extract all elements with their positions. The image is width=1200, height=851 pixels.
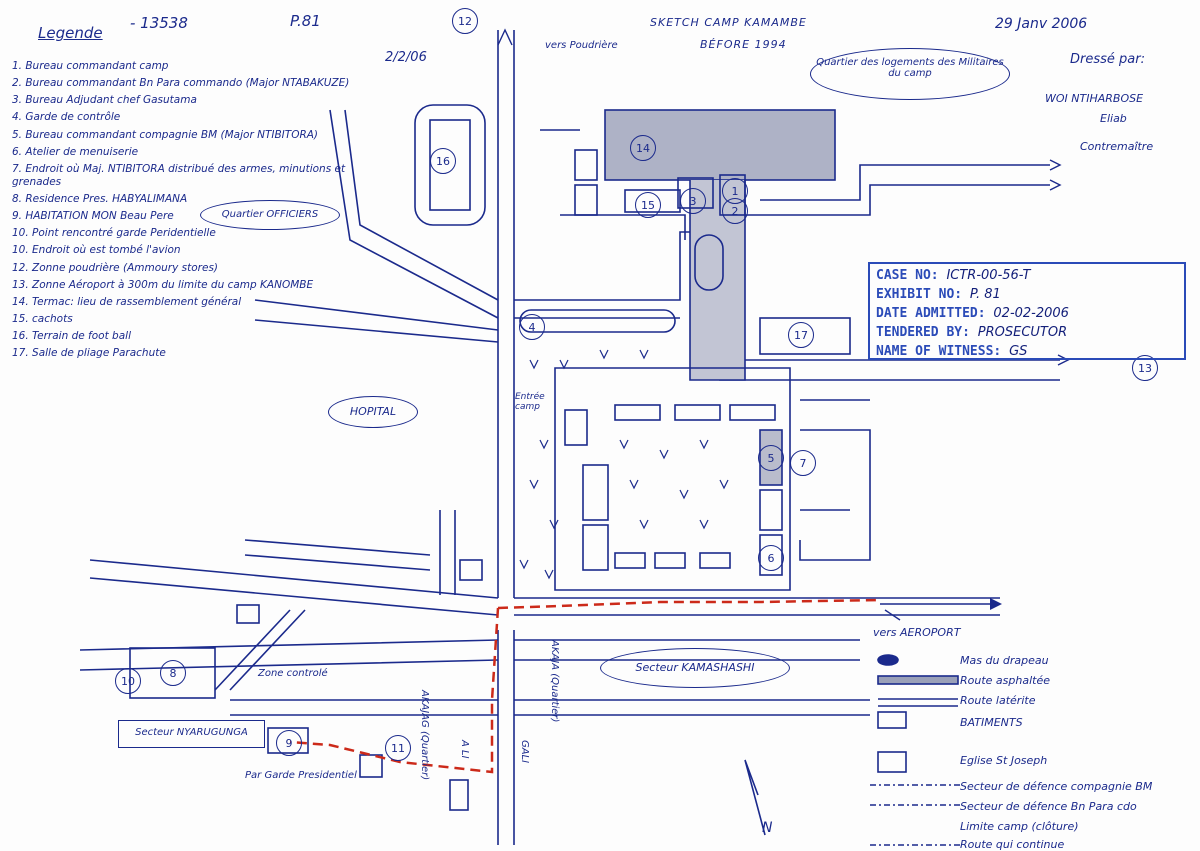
map-date: 29 Janv 2006 bbox=[995, 16, 1088, 32]
tendered-by-label: TENDERED BY: bbox=[876, 325, 970, 340]
legend-item: 17. Salle de pliage Parachute bbox=[12, 347, 166, 360]
secteur-kamashashi-label: Secteur KAMASHASHI bbox=[600, 648, 790, 688]
ref-number: - 13538 bbox=[130, 14, 188, 32]
marker-4: 4 bbox=[519, 314, 545, 340]
prepared-by-firstname: Eliab bbox=[1100, 112, 1127, 125]
north-arrow bbox=[744, 759, 766, 836]
marker-11: 11 bbox=[385, 735, 411, 761]
legend-item: 16. Terrain de foot ball bbox=[12, 330, 131, 342]
marker-9: 9 bbox=[276, 730, 302, 756]
zone-controlee-label: Zone controlé bbox=[258, 668, 328, 679]
legend-title: Legende bbox=[38, 24, 103, 42]
legend-item: 10. Endroit où est tombé l'avion bbox=[12, 244, 181, 257]
key-road-continues: Route qui continue bbox=[960, 838, 1065, 851]
legend-item: 3. Bureau Adjudant chef Gasutama bbox=[12, 94, 197, 107]
marker-5: 5 bbox=[758, 445, 784, 471]
marker-13: 13 bbox=[1132, 355, 1158, 381]
legend-item: 12. Zonne poudrière (Ammoury stores) bbox=[12, 261, 219, 274]
prepared-by-role: Contremaître bbox=[1080, 140, 1154, 153]
road-officiers bbox=[329, 109, 499, 319]
legend-item: 10. Point rencontré garde Peridentielle bbox=[12, 227, 216, 240]
marker-12: 12 bbox=[452, 8, 478, 34]
exhibit-value: P. 81 bbox=[969, 287, 1001, 302]
road-left-label: AKAJAG (Quartier) bbox=[419, 690, 430, 781]
title-line-2: BÉFORE 1994 bbox=[700, 38, 787, 51]
marker-8: 8 bbox=[160, 660, 186, 686]
key-camp-limit: Limite camp (clôture) bbox=[960, 820, 1079, 833]
marker-3: 3 bbox=[680, 188, 706, 214]
legend-item: 9. HABITATION MON Beau Pere bbox=[12, 210, 174, 223]
marker-17: 17 bbox=[788, 322, 814, 348]
marker-14: 14 bbox=[630, 135, 656, 161]
marker-7: 7 bbox=[790, 450, 816, 476]
quartier-logements-label: Quartier des logements des Militaires du… bbox=[810, 48, 1010, 100]
marker-16: 16 bbox=[430, 148, 456, 174]
kali-left-label: A LI bbox=[459, 740, 470, 759]
prepared-by-name: WOI NTIHARBOSE bbox=[1045, 92, 1144, 105]
quartier-officiers-label: Quartier OFFICIERS bbox=[200, 200, 340, 230]
legend-item: 8. Residence Pres. HABYALIMANA bbox=[12, 193, 188, 205]
handwritten-date: 2/2/06 bbox=[385, 50, 427, 65]
legend-item: 5. Bureau commandant compagnie BM (Major… bbox=[12, 128, 319, 141]
tendered-by-value: PROSECUTOR bbox=[977, 325, 1068, 340]
title-line-1: SKETCH CAMP KAMAMBE bbox=[650, 16, 807, 29]
case-label: CASE NO: bbox=[876, 268, 939, 283]
marker-15: 15 bbox=[635, 192, 661, 218]
entree-camp-label: Entrée camp bbox=[515, 392, 545, 412]
date-admitted-value: 02-02-2006 bbox=[993, 306, 1069, 321]
north-label: N bbox=[762, 820, 773, 836]
legend-item: 2. Bureau commandant Bn Para commando (M… bbox=[12, 77, 350, 90]
witness-label: NAME OF WITNESS: bbox=[876, 344, 1002, 359]
secteur-nyarugunga-label: Secteur NYARUGUNGA bbox=[118, 720, 265, 748]
key-defense-bm: Secteur de défence compagnie BM bbox=[960, 780, 1153, 793]
date-admitted-label: DATE ADMITTED: bbox=[876, 306, 986, 321]
key-laterite-road: Route latérite bbox=[960, 694, 1036, 707]
hopital-label: HOPITAL bbox=[328, 396, 418, 428]
legend-item: 6. Atelier de menuiserie bbox=[12, 145, 139, 158]
vers-aeroport-label: vers AEROPORT bbox=[873, 626, 961, 639]
case-value: ICTR-00-56-T bbox=[946, 268, 1031, 283]
kali-right-label: GALI bbox=[519, 740, 530, 764]
vers-poudriere-label: vers Poudrière bbox=[545, 40, 618, 51]
exhibit-stamp: CASE NO: ICTR-00-56-T EXHIBIT NO: P. 81 … bbox=[868, 262, 1186, 360]
legend-item: 13. Zonne Aéroport à 300m du limite du c… bbox=[12, 278, 314, 291]
exhibit-label: EXHIBIT NO: bbox=[876, 287, 963, 302]
marker-2: 2 bbox=[722, 198, 748, 224]
legend-item: 7. Endroit où Maj. NTIBITORA distribué d… bbox=[12, 162, 346, 188]
main-road bbox=[497, 30, 515, 598]
main-avenue bbox=[89, 559, 1000, 616]
prepared-by-label: Dressé par: bbox=[1070, 52, 1145, 67]
key-buildings: BATIMENTS bbox=[960, 716, 1023, 729]
legend: 1. Bureau commandant camp 2. Bureau comma… bbox=[12, 60, 352, 364]
key-flagpole: Mas du drapeau bbox=[960, 654, 1049, 667]
marker-10: 10 bbox=[115, 668, 141, 694]
initials-top: P.81 bbox=[290, 12, 321, 30]
key-defense-para: Secteur de défence Bn Para cdo bbox=[960, 800, 1137, 813]
key-asphalt-road: Route asphaltée bbox=[960, 674, 1050, 687]
key-church: Eglise St Joseph bbox=[960, 754, 1048, 767]
garde-presidentiel-label: Par Garde Presidentiel bbox=[245, 770, 357, 781]
legend-item: 4. Garde de contrôle bbox=[12, 111, 121, 124]
legend-item: 1. Bureau commandant camp bbox=[12, 60, 169, 72]
legend-item: 15. cachots bbox=[12, 312, 73, 325]
legend-item: 14. Termac: lieu de rassemblement généra… bbox=[12, 295, 242, 308]
witness-value: GS bbox=[1009, 344, 1028, 359]
red-route bbox=[289, 598, 881, 774]
marker-6: 6 bbox=[758, 545, 784, 571]
road-right-label: AKAJA (Quartier) bbox=[549, 640, 560, 723]
